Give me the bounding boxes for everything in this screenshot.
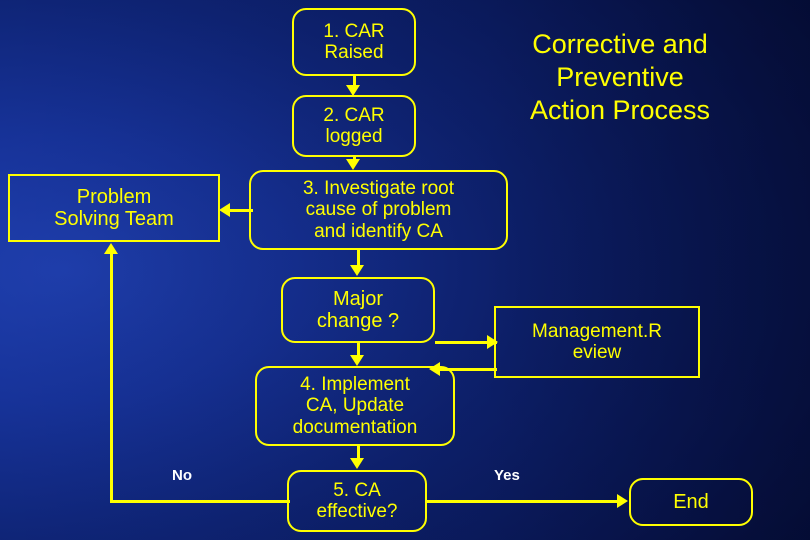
branch-label-yes: Yes: [494, 467, 520, 484]
node-problem-solving-team[interactable]: Problem Solving Team: [8, 174, 220, 242]
connector-car-raised-to-logged: [353, 76, 356, 87]
node-ca-effective[interactable]: 5. CA effective?: [287, 470, 427, 532]
arrowhead-down-to-investigate: [346, 159, 360, 170]
connector-investigate-to-problem-team: [228, 209, 253, 212]
node-investigate-root-cause[interactable]: 3. Investigate root cause of problem and…: [249, 170, 508, 250]
connector-ca-effective-to-end: [427, 500, 621, 503]
slide-title: Corrective and Preventive Action Process: [529, 29, 711, 125]
arrowhead-up-to-problem-team: [104, 243, 118, 254]
arrowhead-down-to-ca-effective: [350, 458, 364, 469]
node-car-logged[interactable]: 2. CAR logged: [292, 95, 416, 157]
connector-implement-to-ca-effective: [357, 446, 360, 460]
connector-major-change-to-implement: [357, 343, 360, 357]
node-end[interactable]: End: [629, 478, 753, 526]
branch-label-no: No: [172, 467, 192, 484]
connector-major-change-to-management-review: [435, 341, 497, 344]
arrowhead-down-to-implement: [350, 355, 364, 366]
connector-ca-effective-no-horizontal: [110, 500, 290, 503]
node-major-change[interactable]: Major change ?: [281, 277, 435, 343]
connector-no-branch-vertical: [110, 253, 113, 501]
arrowhead-right-to-end: [617, 494, 628, 508]
arrowhead-left-to-problem-team: [219, 203, 230, 217]
node-car-raised[interactable]: 1. CAR Raised: [292, 8, 416, 76]
node-implement-ca[interactable]: 4. Implement CA, Update documentation: [255, 366, 455, 446]
node-management-review[interactable]: Management.R eview: [494, 306, 700, 378]
connector-investigate-to-major-change: [357, 250, 360, 267]
arrowhead-left-to-implement: [429, 362, 440, 376]
arrowhead-right-to-management-review: [487, 335, 498, 349]
arrowhead-down-to-major-change: [350, 265, 364, 276]
arrowhead-down-to-car-logged: [346, 85, 360, 96]
connector-management-review-to-implement: [437, 368, 497, 371]
